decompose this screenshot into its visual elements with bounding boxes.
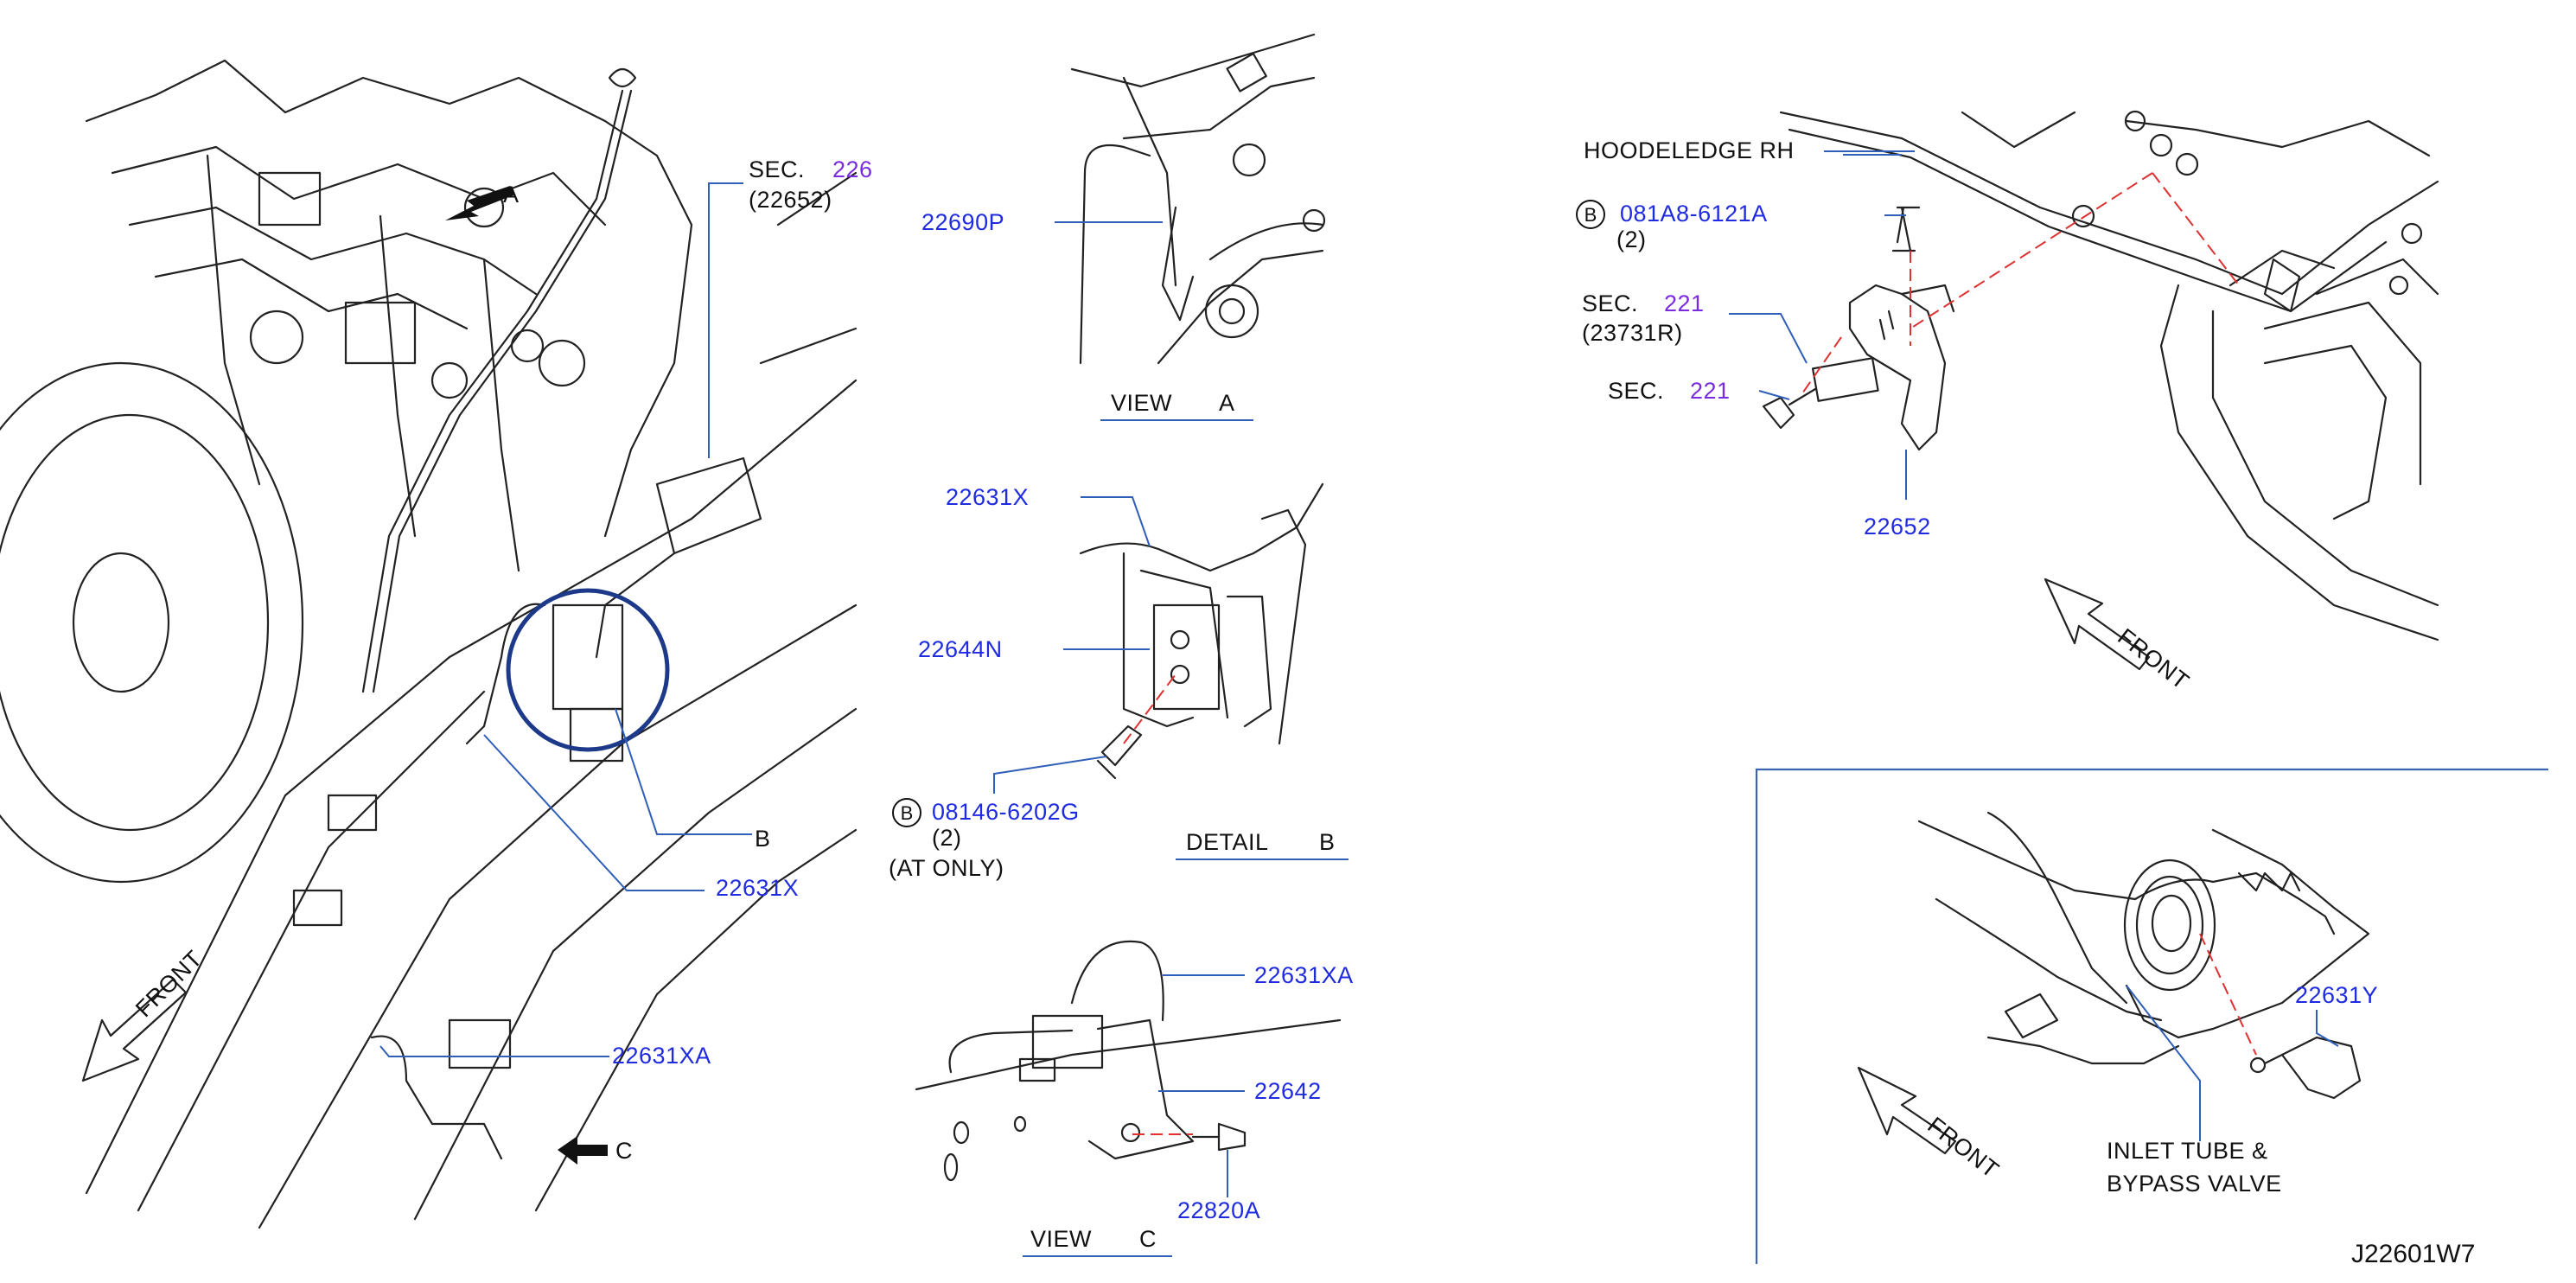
part-08146-6202g[interactable]: 08146-6202G	[932, 799, 1080, 825]
inlet-tube-line1: INLET TUBE &	[2107, 1138, 2268, 1164]
sec-221-prefix-2: SEC.	[1608, 378, 1664, 404]
arrow-a-icon	[445, 186, 515, 220]
part-22820a[interactable]: 22820A	[1177, 1197, 1260, 1223]
upper-right-dashed	[1801, 172, 2240, 394]
bolt-marker-b-upper	[1576, 200, 1605, 229]
detail-b-title-letter: B	[1319, 829, 1336, 855]
upper-right-leaders	[1729, 150, 1915, 500]
bolt-marker-b-detail	[892, 798, 921, 827]
part-22652[interactable]: 22652	[1864, 514, 1931, 539]
part-22631x-main[interactable]: 22631X	[716, 875, 799, 901]
part-22642[interactable]: 22642	[1254, 1078, 1322, 1104]
part-22631x-detail[interactable]: 22631X	[946, 484, 1029, 510]
view-a-title-word: VIEW	[1111, 390, 1172, 416]
main-engine-drawing	[0, 59, 858, 1229]
lower-right-dashed	[2199, 933, 2257, 1056]
front-label-main: FRONT	[131, 946, 207, 1023]
view-a-title-letter: A	[1219, 390, 1235, 416]
part-22631xa-view-c[interactable]: 22631XA	[1254, 962, 1354, 988]
main-leaders	[379, 182, 752, 1057]
front-label-lower: FRONT	[1922, 1112, 2004, 1183]
bolt-marker-letter-upper: B	[1584, 204, 1597, 226]
inlet-tube-line2: BYPASS VALVE	[2107, 1171, 2282, 1197]
detail-b-leader-bolt	[993, 756, 1107, 794]
lower-right-leader-inlet	[2126, 985, 2201, 1141]
detail-b-circle	[506, 588, 670, 752]
lower-right-drawing	[1917, 811, 2370, 1100]
upper-right-drawing	[1762, 110, 2439, 642]
diagram-id: J22601W7	[2351, 1240, 2475, 1268]
front-arrow-icon-upper	[2044, 578, 2151, 671]
part-22631y[interactable]: 22631Y	[2295, 982, 2378, 1008]
view-c-title-letter: C	[1139, 1226, 1157, 1252]
detail-b-dashed	[1123, 673, 1176, 744]
at-only-note: (AT ONLY)	[889, 855, 1004, 881]
detail-b-drawing	[1079, 482, 1324, 780]
lower-right-leader-22631y	[2316, 1010, 2339, 1047]
arrow-b-label: B	[755, 826, 771, 852]
sec-226-sub: (22652)	[749, 187, 832, 213]
view-c-title-word: VIEW	[1030, 1226, 1092, 1252]
part-22690p[interactable]: 22690P	[921, 209, 1004, 235]
arrow-c-label: C	[615, 1138, 633, 1164]
bolt-qty-upper: (2)	[1616, 227, 1647, 252]
front-arrow-icon-lower	[1857, 1066, 1957, 1155]
sec-221-prefix-1: SEC.	[1582, 290, 1638, 316]
part-22644n[interactable]: 22644N	[918, 636, 1003, 662]
detail-b-leader-22631x	[1081, 496, 1151, 547]
sec-221-number-2[interactable]: 221	[1690, 378, 1731, 404]
view-a-drawing	[1070, 33, 1326, 365]
front-arrow-icon-main	[81, 978, 188, 1082]
inset-frame	[1755, 768, 2548, 1264]
sec-226-prefix: SEC.	[749, 156, 805, 182]
sec-226-number[interactable]: 226	[832, 156, 873, 182]
hoodledge-label: HOODELEDGE RH	[1584, 137, 1795, 163]
arrow-c-icon	[558, 1136, 608, 1165]
part-22631xa-main[interactable]: 22631XA	[612, 1043, 711, 1069]
part-081a8-6121a[interactable]: 081A8-6121A	[1620, 201, 1768, 227]
sec-221-number-1[interactable]: 221	[1664, 290, 1705, 316]
view-c-drawing	[915, 940, 1342, 1182]
sec-221-sub: (23731R)	[1582, 320, 1683, 346]
bolt-marker-letter-detail: B	[901, 802, 914, 824]
arrow-a-label: A	[503, 182, 520, 207]
bolt-qty-detail: (2)	[932, 825, 962, 851]
detail-b-title-word: DETAIL	[1186, 829, 1269, 855]
